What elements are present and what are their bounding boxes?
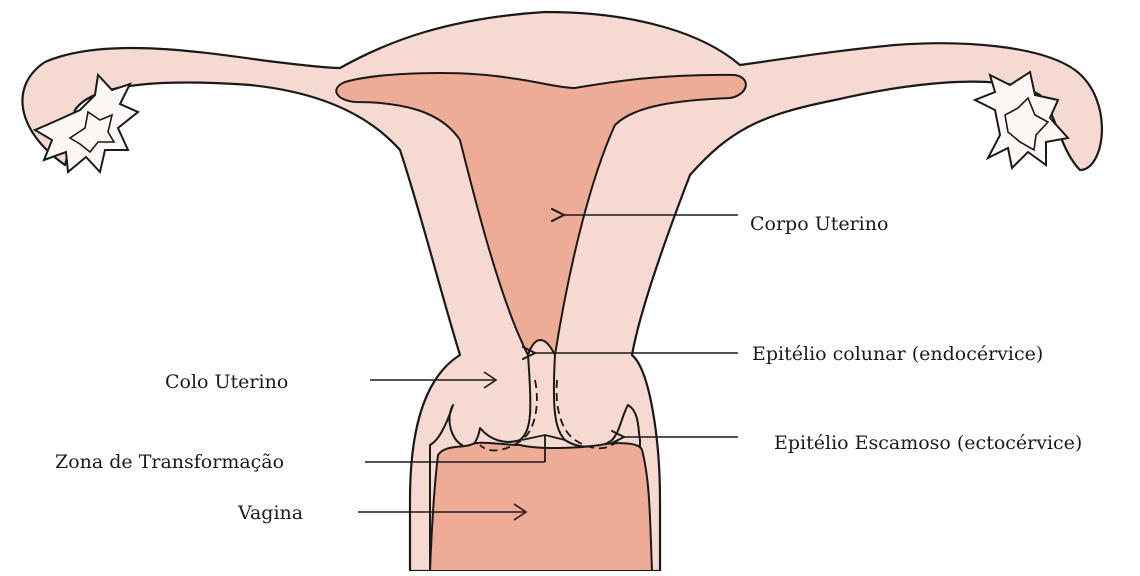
label-corpo-uterino: Corpo Uterino — [750, 215, 888, 234]
label-epitelio-colunar: Epitélio colunar (endocérvice) — [752, 345, 1043, 364]
label-colo-uterino: Colo Uterino — [165, 373, 288, 392]
label-zona-transformacao: Zona de Transformação — [55, 453, 284, 472]
label-vagina: Vagina — [238, 504, 303, 523]
label-epitelio-escamoso: Epitélio Escamoso (ectocérvice) — [774, 434, 1082, 453]
